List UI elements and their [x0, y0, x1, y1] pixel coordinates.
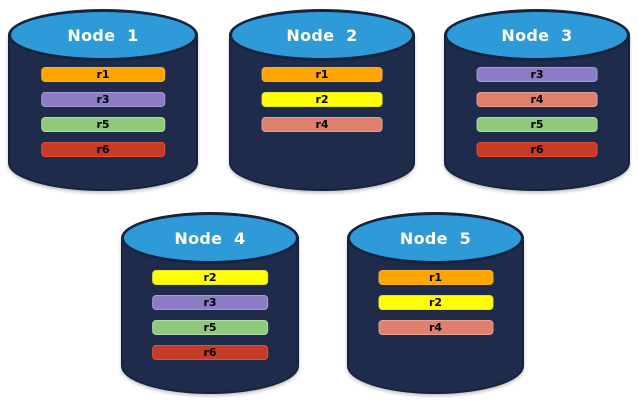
node-title: Node 5: [399, 228, 472, 248]
cylinder-top: Node 4: [121, 212, 299, 264]
replica-bar-r1: r1: [41, 67, 165, 82]
replica-bar-r1: r1: [261, 67, 383, 82]
replica-label: r6: [530, 143, 544, 156]
node-title: Node 4: [174, 228, 246, 248]
replica-label: r5: [530, 118, 544, 131]
replica-label: r3: [203, 296, 217, 309]
replica-bar-r3: r3: [152, 295, 268, 310]
replica-label: r6: [96, 143, 110, 156]
node-title: Node 1: [67, 25, 139, 45]
replica-bar-r5: r5: [476, 117, 598, 132]
database-node-1: Node 1 r1 r3 r5 r6: [8, 9, 198, 191]
cylinder-top: Node 1: [8, 9, 198, 61]
replica-list: r1 r3 r5 r6: [41, 67, 165, 157]
replica-bar-r1: r1: [377, 270, 494, 285]
replica-bar-r3: r3: [476, 67, 598, 82]
replica-label: r2: [315, 93, 329, 106]
replica-label: r1: [315, 68, 329, 81]
replica-bar-r2: r2: [261, 92, 383, 107]
node-title: Node 3: [501, 25, 573, 45]
database-node-2: Node 2 r1 r2 r4: [229, 9, 415, 191]
replica-bar-r2: r2: [152, 270, 268, 285]
replica-label: r2: [203, 271, 217, 284]
replica-bar-r5: r5: [152, 320, 268, 335]
replica-label: r6: [203, 346, 217, 359]
replica-bar-r5: r5: [41, 117, 165, 132]
cylinder-top: Node 2: [229, 9, 415, 61]
replica-bar-r4: r4: [261, 117, 383, 132]
replica-bar-r6: r6: [476, 142, 598, 157]
node-title: Node 2: [286, 25, 358, 45]
replica-list: r1 r2 r4: [261, 67, 383, 132]
database-node-5: Node 5 r1 r2 r4: [347, 212, 524, 394]
replica-bar-r4: r4: [377, 320, 494, 335]
replica-bar-r6: r6: [41, 142, 165, 157]
replica-label: r4: [530, 93, 544, 106]
replica-list: r3 r4 r5 r6: [476, 67, 598, 157]
replica-list: r2 r3 r5 r6: [152, 270, 268, 360]
replica-label: r1: [428, 271, 443, 284]
database-node-4: Node 4 r2 r3 r5 r6: [121, 212, 299, 394]
replica-list: r1 r2 r4: [377, 270, 494, 335]
replica-label: r5: [96, 118, 110, 131]
replica-bar-r4: r4: [476, 92, 598, 107]
cylinder-top: Node 5: [347, 212, 524, 264]
replica-bar-r3: r3: [41, 92, 165, 107]
replica-label: r4: [315, 118, 329, 131]
replica-label: r3: [96, 93, 110, 106]
replica-label: r2: [428, 296, 443, 309]
replica-label: r1: [96, 68, 110, 81]
replica-label: r3: [530, 68, 544, 81]
replica-label: r5: [203, 321, 217, 334]
replica-bar-r2: r2: [377, 295, 494, 310]
replica-label: r4: [428, 321, 443, 334]
replica-bar-r6: r6: [152, 345, 268, 360]
database-node-3: Node 3 r3 r4 r5 r6: [444, 9, 630, 191]
cylinder-top: Node 3: [444, 9, 630, 61]
